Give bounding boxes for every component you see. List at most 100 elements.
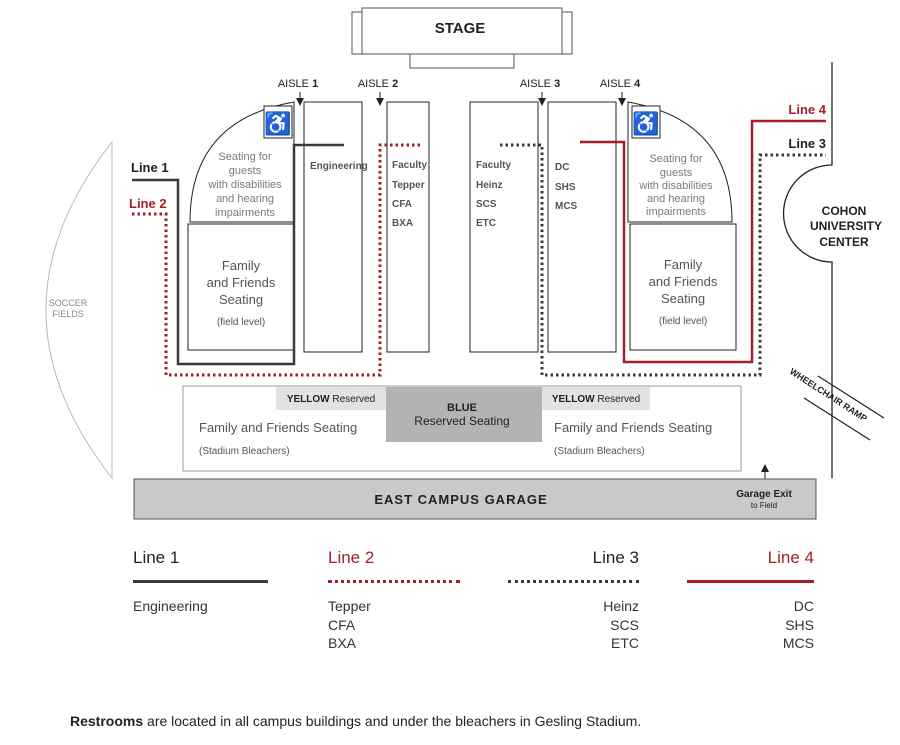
section-aisle-2-2: Tepper xyxy=(392,180,425,191)
map-line-1-label: Line 1 xyxy=(131,160,169,175)
svg-text:AISLE 4: AISLE 4 xyxy=(600,78,641,90)
section-aisle-3-1: Faculty xyxy=(476,160,511,171)
legend-line-3-item: Heinz xyxy=(603,598,639,614)
family-right-line-2: and Friends xyxy=(649,274,718,289)
legend-line-4-item: SHS xyxy=(785,616,814,633)
legend-line-3-swatch xyxy=(508,580,639,583)
accessible-seating-right: ♿ Seating for guests with disabilities a… xyxy=(627,101,733,223)
legend-line-2-swatch xyxy=(328,580,460,583)
wheelchair-icon: ♿ xyxy=(264,111,291,136)
accessible-left-line-1: Seating for xyxy=(218,151,272,163)
aisle-4-number: 4 xyxy=(634,78,641,90)
aisle-1-prefix: AISLE xyxy=(278,78,309,90)
accessible-right-line-3: with disabilities xyxy=(638,180,713,192)
legend-line-1: Line 1 Engineering xyxy=(133,548,268,616)
section-aisle-3-3: SCS xyxy=(476,199,497,210)
aisle-3-number: 3 xyxy=(554,78,560,90)
family-right-line-1: Family xyxy=(664,257,703,272)
legend-line-1-title: Line 1 xyxy=(133,548,180,567)
legend-line-4: Line 4 DC SHS MCS xyxy=(687,548,814,653)
soccer-fields: SOCCER FIELDS xyxy=(45,140,113,480)
accessible-right-line-2: guests xyxy=(660,167,693,179)
section-aisle-2: Faculty Tepper CFA BXA xyxy=(386,101,430,353)
section-aisle-3-2: Heinz xyxy=(476,180,503,191)
family-field-left: Family and Friends Seating (field level) xyxy=(187,223,295,351)
accessible-right-line-5: impairments xyxy=(646,206,706,218)
aisle-3: AISLE 3 xyxy=(520,78,560,106)
section-engineering-label: Engineering xyxy=(310,161,368,172)
section-aisle-3-4: ETC xyxy=(476,218,496,229)
bleachers-left-title: Family and Friends Seating xyxy=(199,420,357,435)
restrooms-note-bold: Restrooms xyxy=(70,713,144,729)
blue-reserved-line-2: Reserved Seating xyxy=(414,414,509,428)
legend-line-4-swatch xyxy=(687,580,814,583)
legend-line-2-item: Tepper xyxy=(328,598,371,614)
stage-label: STAGE xyxy=(435,20,486,37)
bleachers-right-sub: (Stadium Bleachers) xyxy=(554,446,645,457)
legend-line-4-title: Line 4 xyxy=(767,548,814,567)
legend-line-3-item: SCS xyxy=(610,616,639,633)
family-left-line-3: Seating xyxy=(219,292,263,307)
cohon-line-3: CENTER xyxy=(819,235,869,249)
map-line-4-label: Line 4 xyxy=(788,102,826,117)
map-line-2-label: Line 2 xyxy=(129,196,167,211)
aisle-4: AISLE 4 xyxy=(600,78,641,106)
section-aisle-2-4: BXA xyxy=(392,218,413,229)
route-line-4: Line 4 xyxy=(580,102,827,364)
legend-line-3: Line 3 Heinz SCS ETC xyxy=(508,548,639,653)
legend-line-4-item: MCS xyxy=(782,635,814,651)
stage: STAGE xyxy=(351,7,573,69)
accessible-left-line-5: impairments xyxy=(215,207,275,219)
cohon-line-2: UNIVERSITY xyxy=(810,219,882,233)
yellow-reserved-right: YELLOW Reserved xyxy=(552,394,640,405)
family-right-note: (field level) xyxy=(659,316,707,327)
accessible-right-line-4: and hearing xyxy=(647,193,705,205)
section-aisle-4-1: DC xyxy=(555,162,569,173)
soccer-label-1: SOCCER xyxy=(49,298,88,308)
legend-line-3-title: Line 3 xyxy=(592,548,639,567)
legend-line-2-title: Line 2 xyxy=(328,548,375,567)
legend-line-2-item: BXA xyxy=(328,635,357,651)
accessible-left-line-3: with disabilities xyxy=(207,179,282,191)
stadium-seating-map: STAGE AISLE 1 AISLE 2 AISLE 3 AISLE 4 SO… xyxy=(45,7,885,520)
aisle-1-number: 1 xyxy=(312,78,318,90)
svg-text:AISLE 1: AISLE 1 xyxy=(278,78,318,90)
yellow-reserved-left: YELLOW Reserved xyxy=(287,394,375,405)
wheelchair-ramp: WHEELCHAIR RAMP xyxy=(788,366,885,441)
legend-line-2: Line 2 Tepper CFA BXA xyxy=(328,548,460,653)
section-aisle-2-3: CFA xyxy=(392,199,412,210)
restrooms-note-text: are located in all campus buildings and … xyxy=(143,713,642,729)
garage-label: EAST CAMPUS GARAGE xyxy=(374,492,547,507)
accessible-seating-left: ♿ Seating for guests with disabilities a… xyxy=(189,101,295,223)
section-engineering: Engineering xyxy=(303,101,368,353)
aisle-1: AISLE 1 xyxy=(278,78,318,106)
restrooms-note: Restrooms are located in all campus buil… xyxy=(70,713,641,729)
svg-text:AISLE 3: AISLE 3 xyxy=(520,78,560,90)
family-left-note: (field level) xyxy=(217,317,265,328)
cohon-university-center: COHON UNIVERSITY CENTER xyxy=(782,62,882,478)
bleachers-left-sub: (Stadium Bleachers) xyxy=(199,446,290,457)
route-line-2: Line 2 xyxy=(129,143,422,377)
legend-line-4-item: DC xyxy=(793,598,814,614)
aisle-2-prefix: AISLE xyxy=(358,78,389,90)
legend-line-1-item: Engineering xyxy=(133,598,208,614)
blue-reserved-line-1: BLUE xyxy=(447,402,477,414)
legend-line-2-item: CFA xyxy=(328,616,356,633)
route-line-3: Line 3 xyxy=(500,136,826,377)
garage-exit-sub: to Field xyxy=(751,501,777,510)
section-aisle-3: Faculty Heinz SCS ETC xyxy=(469,101,539,353)
route-line-1: Line 1 xyxy=(131,143,344,366)
wheelchair-ramp-label: WHEELCHAIR RAMP xyxy=(788,366,869,423)
accessible-right-line-1: Seating for xyxy=(649,153,703,165)
family-right-line-3: Seating xyxy=(661,291,705,306)
aisle-2: AISLE 2 xyxy=(358,78,398,106)
legend-line-3-item: ETC xyxy=(611,635,639,651)
accessible-left-line-4: and hearing xyxy=(216,193,274,205)
family-field-right: Family and Friends Seating (field level) xyxy=(629,223,737,351)
family-left-line-2: and Friends xyxy=(207,275,276,290)
accessible-left-line-2: guests xyxy=(229,165,262,177)
section-aisle-4-3: MCS xyxy=(555,201,578,212)
wheelchair-icon: ♿ xyxy=(632,111,659,136)
east-campus-garage: EAST CAMPUS GARAGE Garage Exit to Field xyxy=(133,478,817,520)
section-aisle-4-2: SHS xyxy=(555,182,576,193)
